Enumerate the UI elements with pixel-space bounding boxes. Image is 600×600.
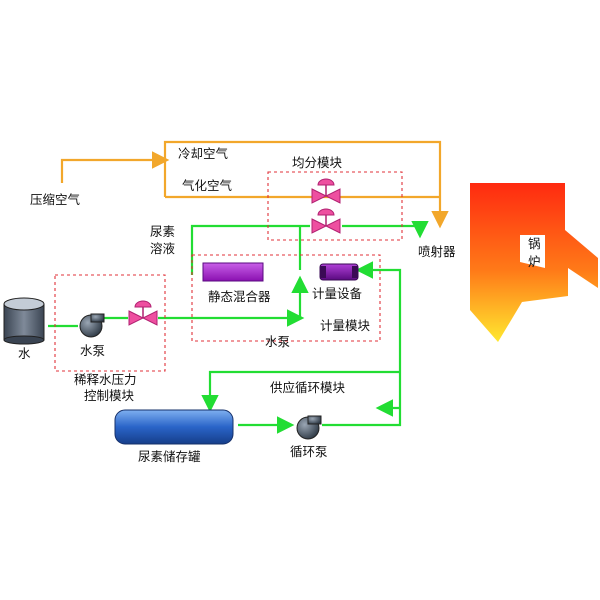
label-water-pump-2: 水泵 — [265, 334, 290, 349]
module-boundaries — [54, 171, 403, 372]
label-metering-module: 计量模块 — [320, 318, 371, 333]
boiler-icon — [470, 183, 598, 342]
label-dilution-module-2: 控制模块 — [84, 388, 135, 403]
label-boiler-2: 炉 — [528, 254, 541, 269]
label-urea-storage-tank: 尿素储存罐 — [138, 449, 201, 464]
diagram-labels: 压缩空气 冷却空气 气化空气 均分模块 尿素 溶液 喷射器 锅 炉 水 水泵 静… — [18, 146, 541, 464]
label-urea-solution-1: 尿素 — [150, 224, 175, 239]
label-boiler-1: 锅 — [528, 236, 541, 251]
valve-icon[interactable] — [311, 208, 341, 234]
label-supply-circulation-module: 供应循环模块 — [270, 380, 346, 395]
label-static-mixer: 静态混合器 — [208, 289, 271, 304]
water-tank-icon — [3, 297, 45, 345]
label-metering-device: 计量设备 — [312, 286, 363, 301]
label-atomizing-air: 气化空气 — [182, 178, 233, 193]
distribution-module-box — [267, 171, 403, 241]
label-compressed-air: 压缩空气 — [30, 192, 81, 207]
label-injector: 喷射器 — [418, 244, 456, 259]
pump-icon[interactable] — [296, 415, 322, 440]
label-dilution-module-1: 稀释水压力 — [74, 372, 137, 387]
compressed-air-lines — [60, 140, 449, 229]
label-water: 水 — [18, 346, 31, 361]
valve-icon[interactable] — [128, 300, 158, 326]
valve-icon[interactable] — [311, 178, 341, 204]
storage-tank-icon — [114, 409, 234, 445]
label-distribution-module: 均分模块 — [292, 155, 343, 170]
label-urea-solution-2: 溶液 — [150, 241, 176, 256]
label-circulation-pump: 循环泵 — [290, 444, 328, 459]
urea-solution-lines — [48, 220, 429, 434]
label-cooling-air: 冷却空气 — [178, 146, 229, 161]
metering-module-box — [191, 254, 381, 342]
label-water-pump: 水泵 — [80, 343, 105, 358]
meter-icon — [319, 263, 359, 281]
dilution-module-box — [54, 274, 166, 372]
pump-icon[interactable] — [79, 313, 105, 338]
mixer-icon — [202, 262, 264, 282]
